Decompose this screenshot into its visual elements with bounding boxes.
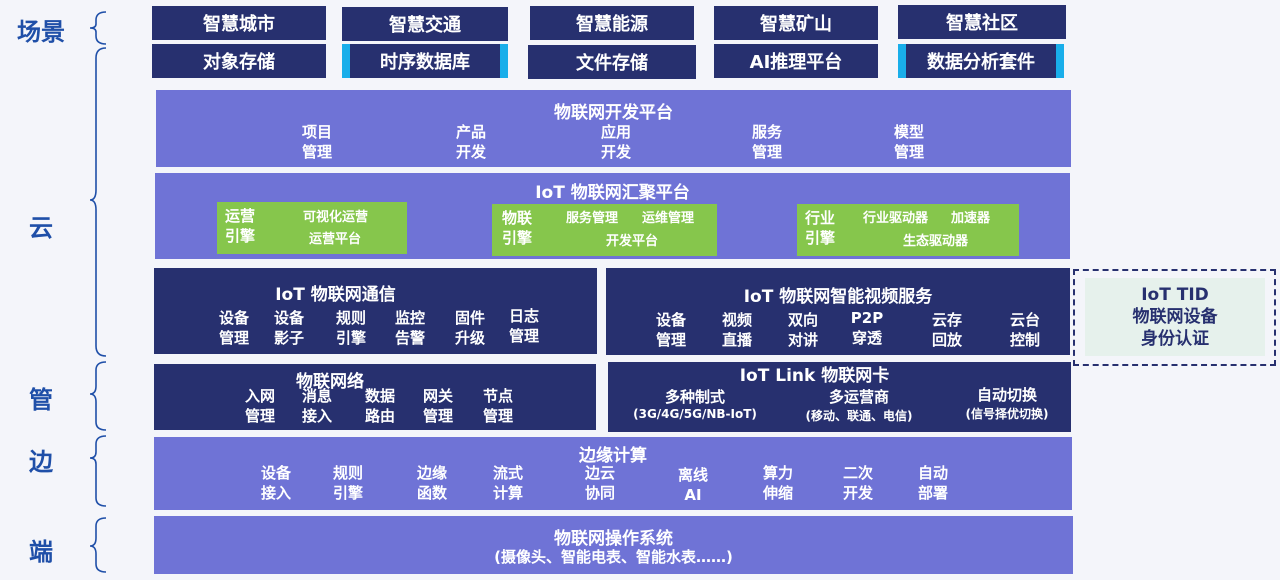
engine-item: 服务管理 <box>566 211 619 226</box>
link-item-carriers: 多运营商 (移动、联通、电信) <box>784 386 934 424</box>
tid-panel: IoT TID 物联网设备 身份认证 <box>1085 278 1265 356</box>
engine-item: 加速器 <box>951 211 991 226</box>
engine-item: 运维管理 <box>642 211 695 226</box>
aggregation-title: IoT 物联网汇聚平台 <box>535 183 690 203</box>
os-title: 物联网操作系统 <box>554 529 673 549</box>
comm-item-firmware: 固件升级 <box>454 309 485 347</box>
capability-object-storage: 对象存储 <box>152 44 326 78</box>
dev-item-app: 应用开发 <box>600 123 631 161</box>
layer-label-edge: 边 <box>29 448 53 476</box>
edge-item-rules: 规则引擎 <box>332 464 363 502</box>
network-item-node: 节点管理 <box>482 387 513 425</box>
comm-item-device: 设备管理 <box>218 309 249 347</box>
capability-label: 时序数据库 <box>380 52 470 73</box>
tid-dashed-frame <box>1073 269 1276 366</box>
capability-data-analytics: 数据分析套件 <box>898 44 1064 78</box>
link-item-sub: (信号择优切换) <box>965 407 1049 421</box>
capability-label: 对象存储 <box>203 52 275 73</box>
edge-item-scaling: 算力伸缩 <box>762 464 793 502</box>
network-item-access: 入网管理 <box>244 387 275 425</box>
capability-tsdb: 时序数据库 <box>342 44 508 78</box>
capability-ai-inference: AI推理平台 <box>714 44 878 78</box>
engine-item: 运营平台 <box>309 232 362 247</box>
capability-file-storage: 文件存储 <box>528 45 696 79</box>
edge-title: 边缘计算 <box>579 446 647 466</box>
network-panel: 物联网络 入网管理 消息接入 数据路由 网关管理 节点管理 <box>154 364 596 430</box>
engine-item: 行业驱动器 <box>863 211 929 226</box>
scene-smart-mining: 智慧矿山 <box>714 6 878 40</box>
tid-line2: 物联网设备 <box>1132 307 1218 327</box>
engine-industry: 行业引擎 行业驱动器 加速器 生态驱动器 <box>797 204 1019 256</box>
link-item-main: 多种制式 <box>664 388 725 406</box>
scene-smart-community: 智慧社区 <box>898 5 1066 39</box>
accent-bar <box>500 44 508 78</box>
video-item-cloud-replay: 云存回放 <box>931 311 962 349</box>
accent-bar <box>342 44 350 78</box>
engine-head: 物联引擎 <box>501 209 532 247</box>
engine-operation: 运营引擎 可视化运营 运营平台 <box>217 202 407 254</box>
layer-label-scene: 场景 <box>17 18 65 46</box>
edge-item-secondary-dev: 二次开发 <box>842 464 873 502</box>
engine-head: 行业引擎 <box>804 209 835 247</box>
edge-item-cloud-sync: 边云协同 <box>584 464 615 502</box>
link-item-main: 多运营商 <box>828 388 889 406</box>
accent-bar <box>1056 44 1064 78</box>
scene-smart-energy: 智慧能源 <box>530 6 694 40</box>
comm-item-rules: 规则引擎 <box>335 309 366 347</box>
layer-label-cloud: 云 <box>29 214 53 242</box>
video-item-talk: 双向对讲 <box>787 311 818 349</box>
os-subtitle: (摄像头、智能电表、智能水表……) <box>494 548 733 566</box>
video-title: IoT 物联网智能视频服务 <box>743 287 933 307</box>
network-title: 物联网络 <box>296 372 364 392</box>
comm-title: IoT 物联网通信 <box>275 285 396 305</box>
layer-label-device: 端 <box>29 538 53 566</box>
capability-label: 数据分析套件 <box>927 52 1035 73</box>
layer-braces <box>89 11 107 573</box>
layer-label-pipe: 管 <box>29 386 53 414</box>
link-panel: IoT Link 物联网卡 多种制式 (3G/4G/5G/NB-IoT) 多运营… <box>608 362 1071 432</box>
engine-head: 运营引擎 <box>224 207 255 245</box>
network-item-gateway: 网关管理 <box>422 387 453 425</box>
dev-item-model: 模型管理 <box>893 123 924 161</box>
dev-platform-title: 物联网开发平台 <box>554 103 673 123</box>
engine-iot: 物联引擎 服务管理 运维管理 开发平台 <box>492 204 717 256</box>
scene-smart-traffic: 智慧交通 <box>342 7 508 41</box>
edge-item-device-access: 设备接入 <box>260 464 291 502</box>
network-item-message: 消息接入 <box>301 387 332 425</box>
tid-title: IoT TID <box>1141 285 1209 305</box>
dev-platform-panel: 物联网开发平台 项目管理 产品开发 应用开发 服务管理 模型管理 <box>156 90 1071 167</box>
engine-item: 可视化运营 <box>303 210 369 225</box>
link-title: IoT Link 物联网卡 <box>739 366 890 386</box>
comm-panel: IoT 物联网通信 设备管理 设备影子 规则引擎 监控告警 固件升级 日志管理 <box>154 268 597 354</box>
engine-item: 生态驱动器 <box>903 234 969 249</box>
video-item-live: 视频直播 <box>721 311 752 349</box>
comm-item-shadow: 设备影子 <box>273 309 304 347</box>
os-panel: 物联网操作系统 (摄像头、智能电表、智能水表……) <box>154 516 1073 574</box>
aggregation-panel: IoT 物联网汇聚平台 运营引擎 可视化运营 运营平台 物联引擎 服务管理 运维… <box>155 173 1070 259</box>
network-item-routing: 数据路由 <box>364 387 395 425</box>
edge-item-auto-deploy: 自动部署 <box>917 464 948 502</box>
engine-item: 开发平台 <box>606 234 659 249</box>
comm-item-log: 日志管理 <box>508 307 539 345</box>
accent-bar <box>898 44 906 78</box>
link-item-sub: (3G/4G/5G/NB-IoT) <box>633 407 757 421</box>
edge-item-stream: 流式计算 <box>492 464 523 502</box>
scene-smart-city: 智慧城市 <box>152 6 326 40</box>
link-item-switch: 自动切换 (信号择优切换) <box>942 384 1072 422</box>
link-item-main: 自动切换 <box>976 386 1037 404</box>
tid-line3: 身份认证 <box>1141 329 1209 349</box>
video-item-ptz: 云台控制 <box>1009 311 1040 349</box>
comm-item-monitor: 监控告警 <box>394 309 425 347</box>
link-item-standards: 多种制式 (3G/4G/5G/NB-IoT) <box>620 386 770 421</box>
edge-item-functions: 边缘函数 <box>416 464 447 502</box>
dev-item-project: 项目管理 <box>301 123 332 161</box>
dev-item-product: 产品开发 <box>455 123 486 161</box>
link-item-sub: (移动、联通、电信) <box>805 409 913 423</box>
video-item-device: 设备管理 <box>655 311 686 349</box>
dev-item-service: 服务管理 <box>751 123 782 161</box>
